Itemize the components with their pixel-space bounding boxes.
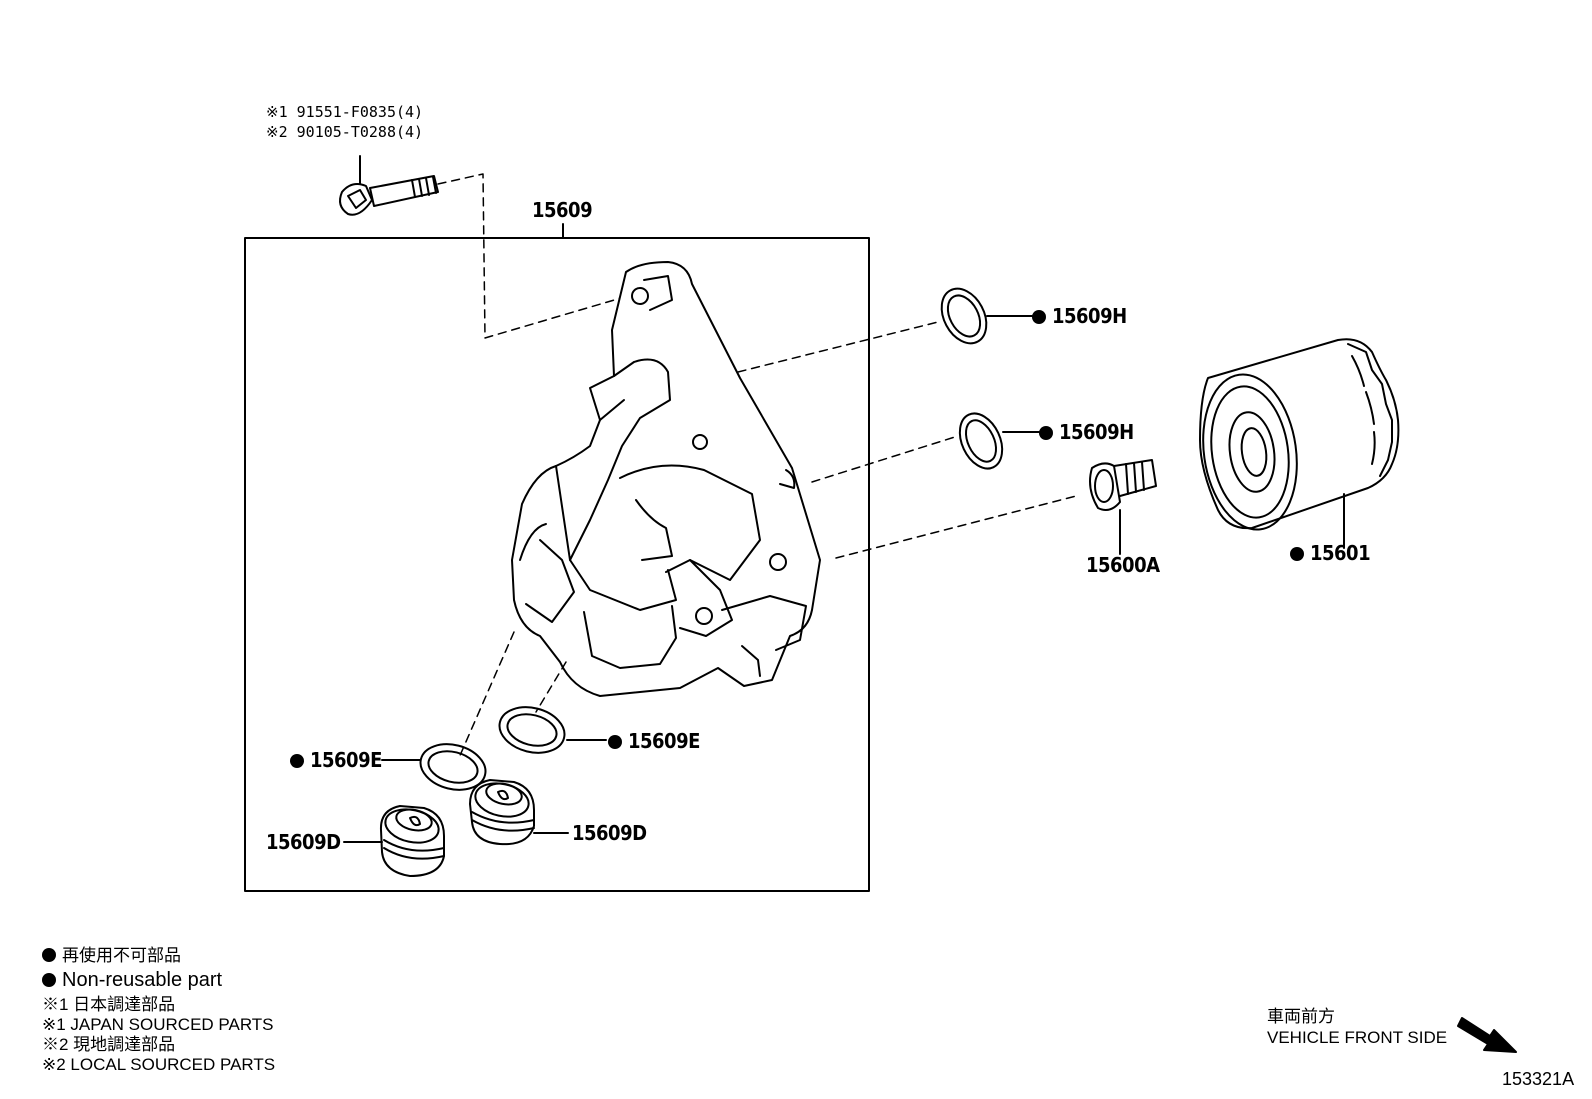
non-reusable-icon: [1032, 310, 1046, 324]
direction-label-en: VEHICLE FRONT SIDE: [1267, 1028, 1448, 1047]
legend-local-ja: ※2 現地調達部品: [42, 1035, 176, 1054]
part-label-bracket: 15609: [532, 198, 593, 222]
legend-japan-en: ※1 JAPAN SOURCED PARTS: [42, 1015, 274, 1034]
gasket-left-dashed-line: [457, 631, 515, 761]
non-reusable-icon: [1039, 426, 1053, 440]
oil-filter-bracket-icon: [511, 261, 821, 697]
legend-non-reusable-ja: 再使用不可部品: [42, 947, 181, 964]
non-reusable-icon: [42, 948, 56, 962]
union-bolt-icon: [1089, 459, 1157, 511]
oil-filter-icon: [1199, 338, 1400, 531]
bolt-dashed-line: [437, 173, 622, 339]
legend-japan-ja: ※1 日本調達部品: [42, 995, 176, 1014]
part-label-gasket-right: 15609E: [608, 731, 700, 751]
direction-label-ja: 車両前方: [1267, 1007, 1335, 1026]
oring-lower-dashed-line: [811, 435, 959, 483]
bolt-icon: [339, 155, 439, 216]
part-label-filter: 15601: [1290, 543, 1371, 563]
oring-upper-dashed-line: [737, 321, 939, 373]
part-label-oring-upper: 15609H: [1032, 306, 1127, 326]
bolt-callout-line2: ※2 90105-T0288(4): [266, 123, 424, 141]
union-dashed-line: [835, 495, 1077, 559]
part-label-plug-right: 15609D: [572, 821, 647, 845]
gasket-right-icon: [498, 706, 566, 754]
non-reusable-icon: [290, 754, 304, 768]
part-label-oring-lower: 15609H: [1039, 422, 1134, 442]
assembly-frame: [244, 237, 870, 892]
gasket-right-dashed-line: [535, 661, 567, 713]
legend-local-en: ※2 LOCAL SOURCED PARTS: [42, 1055, 276, 1074]
part-label-union: 15600A: [1086, 553, 1160, 577]
plug-right-icon: [469, 779, 535, 846]
gasket-left-icon: [419, 743, 487, 791]
bolt-callout-line1: ※1 91551-F0835(4): [266, 103, 424, 121]
plug-left-icon: [379, 805, 445, 877]
oring-upper-icon: [940, 287, 988, 345]
non-reusable-icon: [1290, 547, 1304, 561]
part-label-plug-left: 15609D: [266, 830, 341, 854]
legend-non-reusable-en: Non-reusable part: [42, 970, 222, 990]
non-reusable-icon: [42, 973, 56, 987]
part-label-gasket-left: 15609E: [290, 750, 382, 770]
oring-lower-icon: [958, 412, 1004, 470]
non-reusable-icon: [608, 735, 622, 749]
vehicle-front-arrow-icon: [1457, 1017, 1517, 1053]
figure-id: 153321A: [1502, 1069, 1575, 1089]
